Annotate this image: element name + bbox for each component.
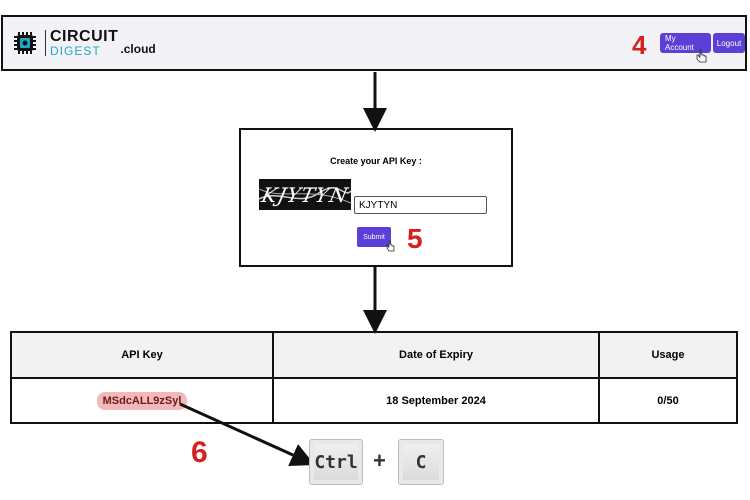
api-key-cell: MSdcALL9zSyl <box>10 377 274 424</box>
captcha-text: KJYTYN <box>259 183 351 207</box>
my-account-button[interactable]: My Account <box>660 33 711 53</box>
step-number-5: 5 <box>407 223 423 254</box>
step-number-6: 6 <box>191 436 208 469</box>
table-row: MSdcALL9zSyl 18 September 2024 0/50 <box>10 377 738 424</box>
create-api-key-title: Create your API Key : <box>330 156 422 166</box>
logo-sub-text: DIGEST <box>50 44 101 58</box>
api-key-table: API Key Date of Expiry Usage MSdcALL9zSy… <box>10 331 738 424</box>
step-number-4: 4 <box>632 30 647 60</box>
submit-button[interactable]: Submit <box>357 227 391 247</box>
usage-cell: 0/50 <box>598 377 738 424</box>
expiry-date-cell: 18 September 2024 <box>272 377 600 424</box>
column-header-date-of-expiry: Date of Expiry <box>272 331 600 379</box>
ctrl-key-icon: Ctrl <box>309 439 363 485</box>
c-key-icon: C <box>398 439 444 485</box>
logo-main-text: CIRCUIT <box>50 28 119 45</box>
api-key-value[interactable]: MSdcALL9zSyl <box>96 391 188 410</box>
logout-button[interactable]: Logout <box>713 33 745 53</box>
logo-wordmark: CIRCUIT DIGEST <box>50 28 119 58</box>
plus-sign: + <box>373 448 386 473</box>
table-header-row: API Key Date of Expiry Usage <box>10 331 738 379</box>
chip-logo-icon <box>11 29 39 57</box>
logo-domain-text: .cloud <box>120 42 156 56</box>
captcha-input[interactable] <box>354 196 487 214</box>
site-header: CIRCUIT DIGEST .cloud 4 My Account Logou… <box>1 15 747 71</box>
create-api-key-card: Create your API Key : KJYTYN Submit 5 <box>239 128 513 267</box>
captcha-image: KJYTYN <box>259 179 351 210</box>
logo-divider <box>45 30 46 56</box>
circuit-digest-logo[interactable]: CIRCUIT DIGEST .cloud <box>11 27 156 59</box>
column-header-api-key: API Key <box>10 331 274 379</box>
captcha-noise-lines <box>259 187 351 204</box>
column-header-usage: Usage <box>598 331 738 379</box>
